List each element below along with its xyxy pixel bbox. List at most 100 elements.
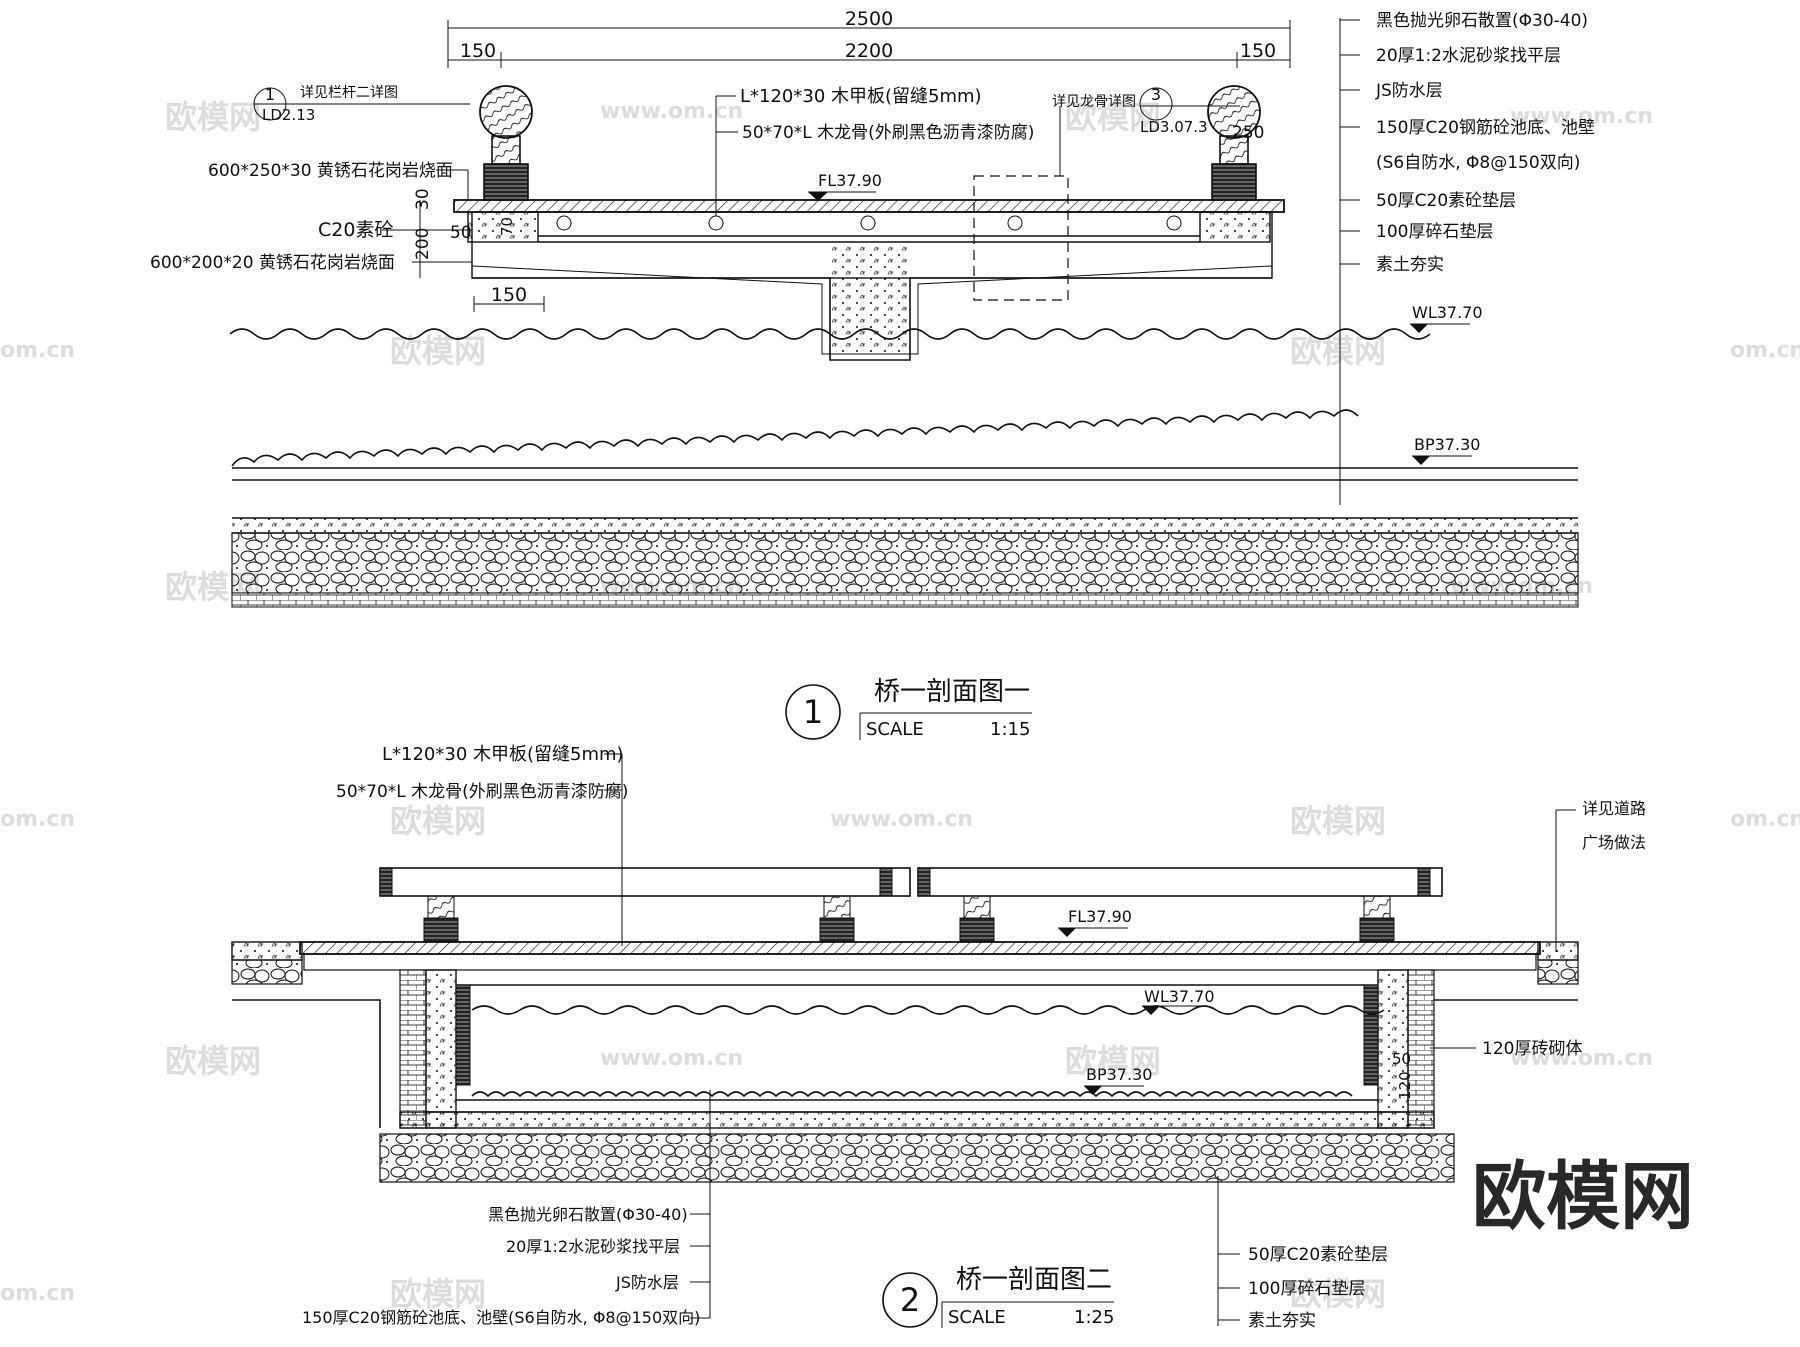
dim-30: 30 [413, 188, 433, 210]
levels: FL37.90 WL37.70 BP37.30 [808, 171, 1483, 465]
paving-left-base [231, 959, 303, 985]
detail-box [973, 175, 1069, 301]
label-rc-slab: 150厚C20钢筋砼池底、池壁(S6自防水, Φ8@150双向) [302, 1308, 700, 1327]
watermark-text: 欧模网 [1290, 332, 1386, 370]
brick-label: 120厚砖砌体 50 120 [1392, 1039, 1582, 1100]
title-scale: 1:15 [990, 719, 1030, 740]
pebble-left [455, 984, 471, 1086]
wood-deck [299, 941, 1541, 955]
concrete-block-right [1199, 211, 1271, 243]
label-mortar: 20厚1:2水泥砂浆找平层 [1376, 46, 1561, 66]
dim-middle: 2200 [845, 40, 893, 62]
right-labels: 黑色抛光卵石散置(Φ30-40) 20厚1:2水泥砂浆找平层 JS防水层 150… [1340, 11, 1595, 275]
label-c20: C20素砼 [318, 219, 393, 241]
brick-wall-left [399, 969, 427, 1129]
label-soil: 素土夯实 [1248, 1311, 1316, 1331]
pool-wall-right [1377, 969, 1409, 1129]
paving-left [231, 941, 303, 961]
beam-outline [472, 277, 1272, 361]
watermark-url: om.cn [0, 807, 75, 832]
soil-left [232, 999, 381, 1128]
watermarks: 欧模网 www.om.cn www.om.cn 欧模网 om.cn 欧模网 欧模… [0, 98, 1800, 1313]
pebble-right [1363, 984, 1379, 1086]
pool-bottom [231, 409, 1579, 608]
detail-ref-1: 1 LD2.13 详见栏杆二详图 [253, 85, 470, 124]
watermark-url: om.cn [0, 1281, 75, 1306]
top-labels: L*120*30 木甲板(留缝5mm) 50*70*L 木龙骨(外刷黑色沥青漆防… [336, 744, 628, 946]
detail-ref-sheet: LD2.13 [262, 106, 315, 124]
detail-ref-num: 1 [265, 85, 275, 104]
pool-floor [379, 1091, 1455, 1183]
watermark-text: 欧模网 [1065, 1042, 1161, 1080]
detail-ref-3: 3 LD3.07.3 详见龙骨详图 [1052, 85, 1240, 176]
brick-wall-right [1407, 969, 1435, 1129]
dim-50: 50 [1392, 1050, 1411, 1068]
label-pebbles: 黑色抛光卵石散置(Φ30-40) [488, 1205, 688, 1224]
watermark-text: 欧模网 [390, 1275, 486, 1313]
section-2: L*120*30 木甲板(留缝5mm) 50*70*L 木龙骨(外刷黑色沥青漆防… [231, 744, 1646, 1331]
label-granite-side: 600*200*20 黄锈石花岗岩烧面 [150, 253, 395, 273]
level-fl: FL37.90 [1068, 907, 1132, 926]
railings [379, 867, 1443, 943]
title-name: 桥一剖面图一 [874, 677, 1030, 707]
concrete-block-left [467, 211, 539, 243]
level-fl: FL37.90 [818, 171, 882, 190]
label-c20-bed: 50厚C20素砼垫层 [1248, 1245, 1388, 1265]
label-js: JS防水层 [1375, 81, 1443, 101]
levels: FL37.90 WL37.70 BP37.30 [1058, 907, 1215, 1095]
detail-ref-sheet: LD3.07.3 [1140, 118, 1208, 136]
water-line [471, 1005, 1385, 1015]
brand-logo-text: 欧模网 [1472, 1154, 1694, 1240]
watermark-url: www.om.cn [830, 807, 973, 832]
watermark-url: www.om.cn [1510, 104, 1653, 129]
note-line-1: 详见道路 [1582, 799, 1646, 818]
title-scale-label: SCALE [866, 719, 924, 740]
label-pebbles: 黑色抛光卵石散置(Φ30-40) [1376, 11, 1588, 31]
level-bp: BP37.30 [1414, 435, 1480, 454]
level-wl: WL37.70 [1144, 987, 1215, 1006]
level-bp: BP37.30 [1086, 1065, 1152, 1084]
railing-posts [423, 895, 1395, 943]
label-gravel: 100厚碎石垫层 [1376, 222, 1493, 242]
watermark-url: om.cn [1730, 807, 1800, 832]
watermark-url: www.om.cn [600, 99, 743, 124]
watermark-url: om.cn [1730, 338, 1800, 363]
label-c20-bed: 50厚C20素砼垫层 [1376, 191, 1516, 211]
paving-right [1537, 941, 1579, 961]
watermark-text: 欧模网 [390, 802, 486, 840]
left-labels: 600*250*30 黄锈石花岗岩烧面 C20素砼 600*200*20 黄锈石… [150, 161, 472, 273]
label-deck: L*120*30 木甲板(留缝5mm) [740, 86, 982, 107]
dim-50: 50 [450, 223, 472, 243]
label-brick: 120厚砖砌体 [1482, 1039, 1582, 1059]
dim-total: 2500 [845, 8, 893, 30]
label-deck: L*120*30 木甲板(留缝5mm) [382, 744, 624, 765]
title-name: 桥一剖面图二 [956, 1265, 1112, 1295]
title-scale: 1:25 [1074, 1307, 1114, 1328]
railing-post-right [1207, 85, 1261, 201]
label-mortar: 20厚1:2水泥砂浆找平层 [506, 1237, 680, 1256]
detail-ref-label: 详见栏杆二详图 [300, 85, 398, 101]
detail-ref-num: 3 [1151, 85, 1161, 104]
label-rc-spec: (S6自防水, Φ8@150双向) [1376, 153, 1580, 173]
section-1: 2500 2200 150 150 150 30 200 50 70 250 [150, 8, 1595, 740]
wood-deck [453, 199, 1285, 213]
label-gravel: 100厚碎石垫层 [1248, 1279, 1365, 1299]
mid-labels: L*120*30 木甲板(留缝5mm) 50*70*L 木龙骨(外刷黑色沥青漆防… [715, 86, 1034, 216]
watermark-text: 欧模网 [165, 1042, 261, 1080]
water-line [229, 328, 1431, 340]
pool-wall-left [425, 969, 457, 1129]
dim-200: 200 [413, 228, 433, 260]
bottom-left-labels: 黑色抛光卵石散置(Φ30-40) 20厚1:2水泥砂浆找平层 JS防水层 150… [302, 1090, 711, 1327]
title-scale-label: SCALE [948, 1307, 1006, 1328]
deck-joist [303, 953, 1537, 971]
watermark-url: www.om.cn [600, 1046, 743, 1071]
dim-120: 120 [1396, 1071, 1414, 1100]
joist-connectors [556, 215, 1182, 231]
title-number: 1 [803, 693, 823, 731]
label-joist: 50*70*L 木龙骨(外刷黑色沥青漆防腐) [336, 782, 628, 802]
right-note: 详见道路 广场做法 [1555, 799, 1646, 952]
dim-left: 150 [460, 40, 496, 62]
detail-ref-label: 详见龙骨详图 [1052, 94, 1136, 110]
level-wl: WL37.70 [1412, 303, 1483, 322]
label-soil: 素土夯实 [1376, 255, 1444, 275]
